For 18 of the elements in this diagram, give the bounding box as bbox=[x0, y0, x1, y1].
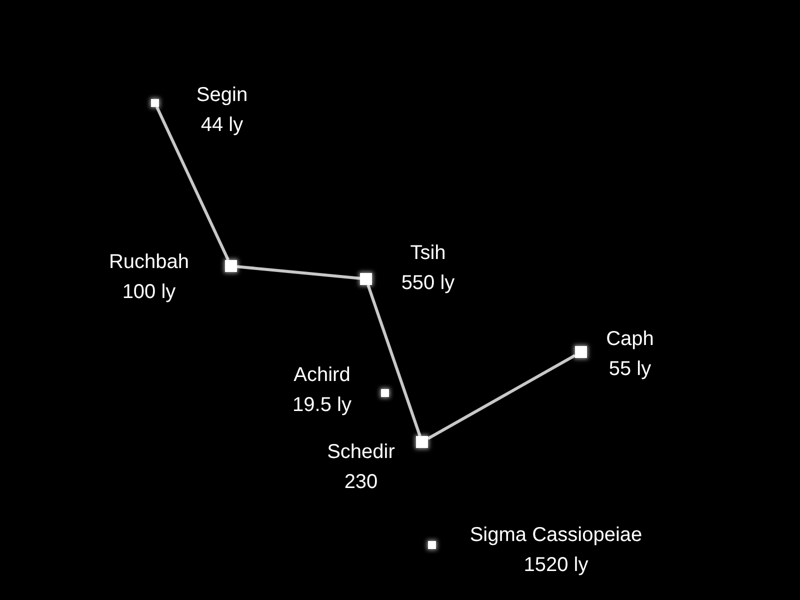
distance-label: 1520 ly bbox=[524, 553, 588, 578]
star-name: Ruchbah bbox=[108, 250, 190, 275]
distance-label: 230 bbox=[344, 470, 378, 495]
distance-label: 100 ly bbox=[122, 280, 176, 305]
constellation-line bbox=[427, 354, 576, 440]
star-name: Sigma Cassiopeiae bbox=[470, 523, 642, 548]
distance-label: 550 ly bbox=[401, 271, 455, 296]
constellation-line bbox=[236, 265, 360, 280]
star-name: Caph bbox=[606, 327, 654, 352]
star-name: Tsih bbox=[410, 241, 446, 266]
constellation-line bbox=[156, 106, 230, 261]
star-name: Segin bbox=[196, 83, 248, 108]
constellation-line bbox=[366, 284, 422, 436]
star-name: Achird bbox=[294, 363, 350, 388]
star-name: Schedir bbox=[327, 440, 395, 465]
distance-label: 55 ly bbox=[608, 357, 652, 382]
distance-label: 44 ly bbox=[200, 113, 244, 138]
distance-label: 19.5 ly bbox=[292, 393, 352, 418]
